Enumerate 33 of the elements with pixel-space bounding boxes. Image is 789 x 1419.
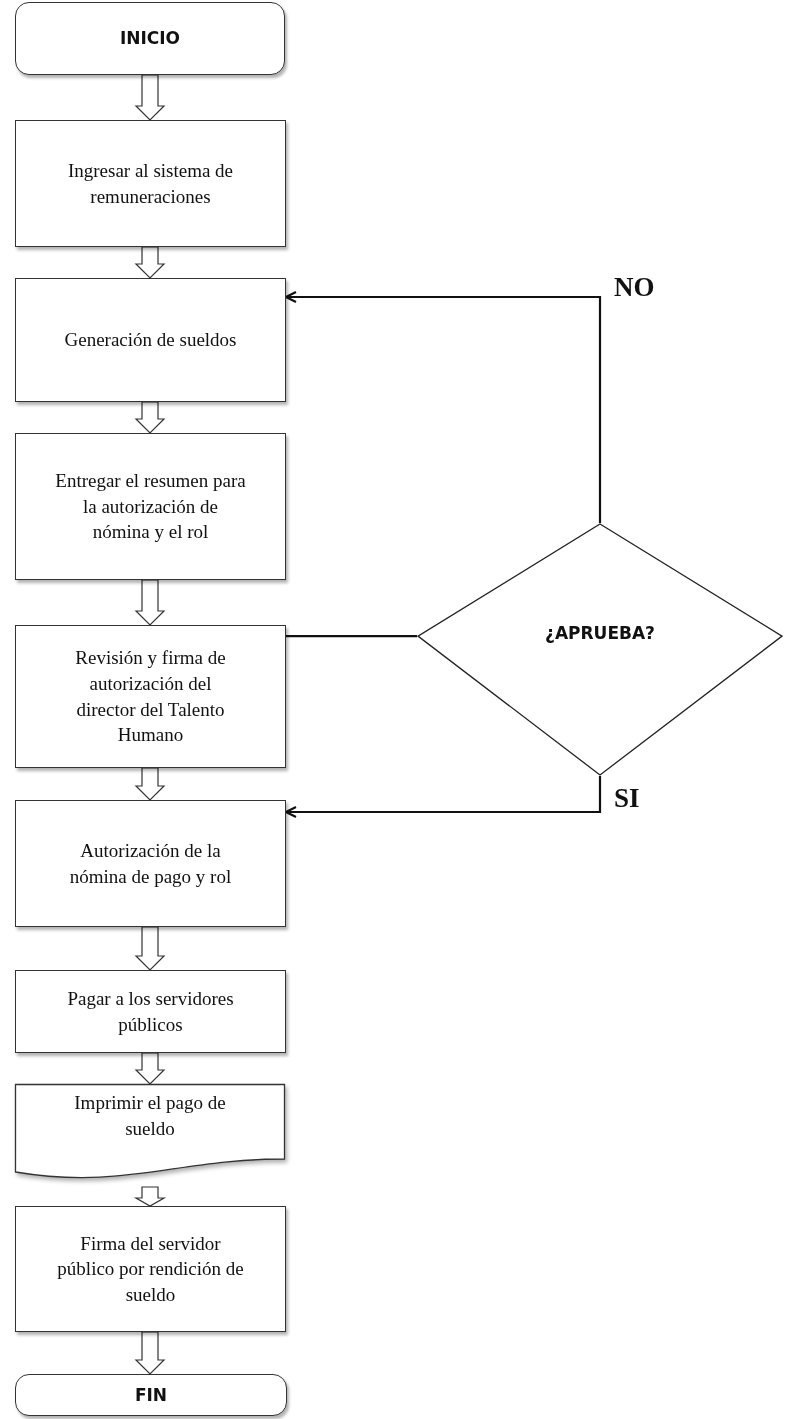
- process-box: [15, 278, 286, 402]
- process-box: [15, 970, 286, 1053]
- block-arrow: [134, 579, 166, 626]
- step-text: Autorización de la nómina de pago y rol: [68, 838, 233, 889]
- process-box: [15, 433, 286, 580]
- process-box: [15, 120, 286, 247]
- block-arrow: [134, 926, 166, 971]
- terminal-box: [15, 1374, 287, 1416]
- decision-diamond: [417, 523, 783, 776]
- block-arrow: [134, 1052, 166, 1085]
- decision-label: ¿APRUEBA?: [545, 622, 655, 645]
- step-text: Pagar a los servidores públicos: [66, 986, 235, 1037]
- process-box: [15, 625, 286, 768]
- block-arrow: [134, 767, 166, 801]
- block-arrow: [133, 1186, 167, 1207]
- block-arrow: [134, 1331, 166, 1375]
- step-text: Imprimir el pago de sueldo: [73, 1091, 227, 1141]
- arrow: [284, 290, 602, 523]
- step-text: Generación de sueldos: [64, 328, 237, 353]
- connector-line: [286, 635, 417, 638]
- step-text: Revisión y firma de autorización del director del Talento Humano: [74, 646, 227, 748]
- block-arrow: [134, 401, 166, 434]
- step-text: Firma del servidor público por rendición de sueldo: [56, 1231, 245, 1307]
- terminal-box: [15, 2, 285, 75]
- step-text: Entregar el resumen para la autorización de nómina y el rol: [54, 469, 247, 545]
- block-arrow: [134, 74, 166, 121]
- process-box: [15, 800, 286, 927]
- terminal-label: FIN: [134, 1383, 168, 1407]
- terminal-label: INICIO: [119, 27, 181, 50]
- process-box: [15, 1206, 286, 1332]
- step-text: Ingresar al sistema de remuneraciones: [66, 158, 235, 209]
- arrow: [284, 776, 602, 819]
- block-arrow: [134, 246, 166, 279]
